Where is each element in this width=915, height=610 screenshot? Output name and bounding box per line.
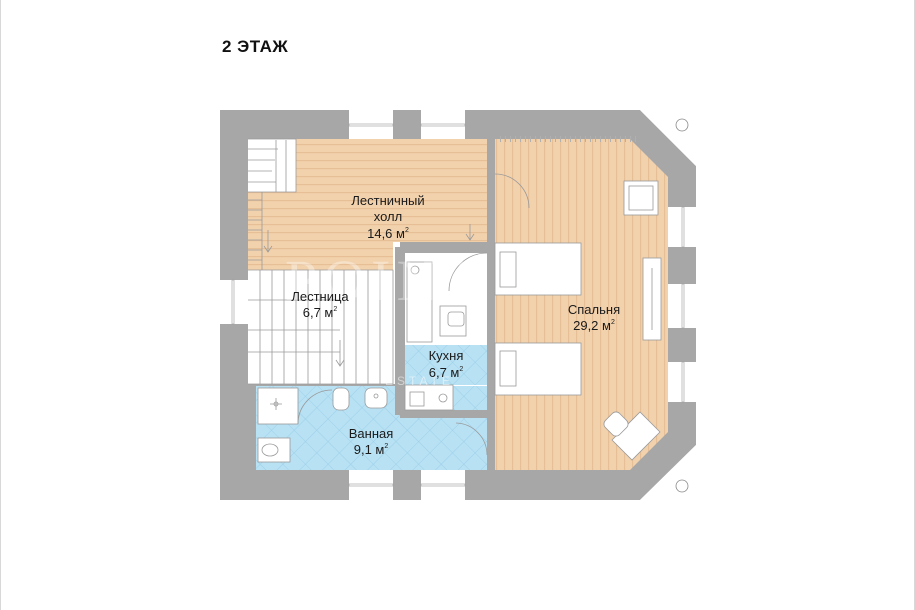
bedroom-area-value: 29,2 м bbox=[573, 318, 611, 333]
corner-column-top bbox=[675, 118, 689, 132]
stairs-area-value: 6,7 м bbox=[303, 305, 334, 320]
room-labels: Лестничный холл 14,6 м2 Лестница 6,7 м2 … bbox=[291, 193, 620, 457]
hall-area: 14,6 м2 bbox=[367, 226, 409, 241]
stairs-area: 6,7 м2 bbox=[303, 305, 338, 320]
bedroom-furniture bbox=[494, 136, 662, 461]
corner-column-bottom bbox=[675, 479, 689, 493]
kitchen-name: Кухня bbox=[429, 348, 464, 363]
page-edge-left bbox=[0, 0, 1, 610]
hall-name-line1: Лестничный bbox=[351, 193, 424, 208]
staircase bbox=[248, 138, 475, 385]
kitchen-area: 6,7 м2 bbox=[429, 365, 464, 380]
stairs-name: Лестница bbox=[291, 289, 349, 304]
window-frames bbox=[231, 123, 685, 487]
interior-walls bbox=[240, 139, 495, 470]
kitchen-tile bbox=[405, 345, 487, 385]
hall-floor bbox=[248, 139, 487, 270]
bathroom-area-value: 9,1 м bbox=[354, 442, 385, 457]
bedroom-name: Спальня bbox=[568, 302, 620, 317]
hall-area-sup: 2 bbox=[405, 227, 409, 234]
floor-title: 2 ЭТАЖ bbox=[222, 37, 289, 56]
hall-name-line2: холл bbox=[374, 209, 402, 224]
watermark: POINT ESTATE bbox=[285, 248, 486, 388]
bedroom-area-sup: 2 bbox=[611, 319, 615, 326]
watermark-sub: ESTATE bbox=[385, 374, 454, 388]
bedroom-area: 29,2 м2 bbox=[573, 318, 615, 333]
hall-area-value: 14,6 м bbox=[367, 226, 405, 241]
stairs-area-sup: 2 bbox=[333, 306, 337, 313]
bathroom-name: Ванная bbox=[349, 426, 394, 441]
bathroom-area: 9,1 м2 bbox=[354, 442, 389, 457]
bathroom-area-sup: 2 bbox=[384, 443, 388, 450]
kitchen-furniture bbox=[404, 252, 488, 411]
kitchen-area-sup: 2 bbox=[459, 366, 463, 373]
kitchen-area-value: 6,7 м bbox=[429, 365, 460, 380]
watermark-main: POINT bbox=[285, 248, 486, 313]
bathroom-fixtures bbox=[257, 387, 488, 463]
